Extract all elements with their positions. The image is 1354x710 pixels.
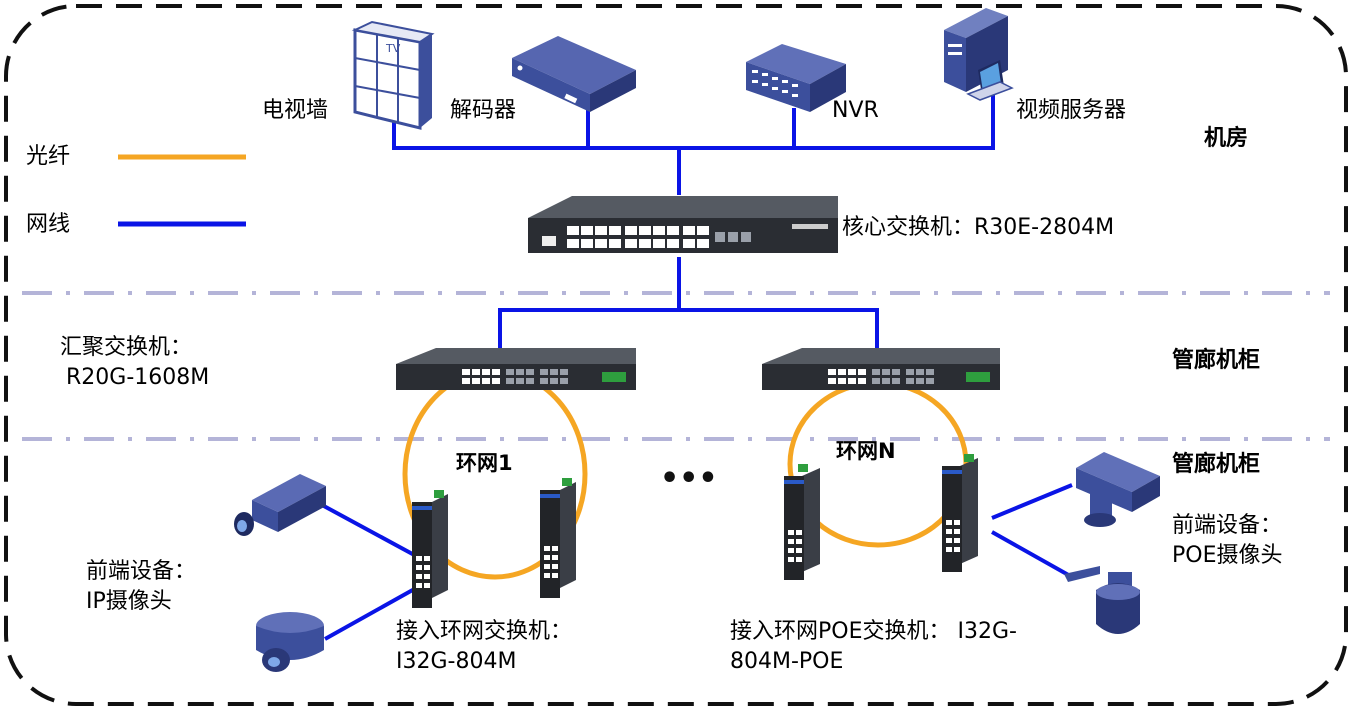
access-switch-label-line2: I32G-804M [396, 649, 516, 674]
svg-text:TV: TV [385, 42, 401, 55]
access-switch-label-line1: 接入环网交换机： [396, 619, 572, 644]
cable-links [321, 94, 1073, 641]
din-rail-switch-icon [784, 464, 820, 580]
din-rail-switch-icon [412, 490, 448, 608]
ring-n-label: 环网N [836, 439, 896, 463]
poe-access-switch-label-line1: 接入环网POE交换机： I32G- [730, 619, 1017, 644]
front-ip-camera-label-line1: 前端设备： [86, 559, 196, 584]
bullet-camera-icon [234, 474, 326, 536]
front-poe-camera-label-line1: 前端设备： [1172, 513, 1282, 538]
front-ip-camera-label-line2: IP摄像头 [86, 589, 172, 614]
legend-cable-label: 网线 [26, 212, 70, 237]
poe-access-switch-label-line2: 804M-POE [730, 649, 843, 674]
ptz-camera-icon [1076, 452, 1160, 527]
video-server-icon [944, 8, 1014, 101]
zone-corridor-top: 管廊机柜 [1172, 347, 1260, 373]
dome-camera-icon [256, 612, 324, 672]
nvr-label: NVR [832, 98, 879, 123]
nvr-icon [746, 44, 846, 112]
din-rail-switch-icon [540, 478, 576, 598]
legend-fiber-label: 光纤 [26, 144, 70, 169]
video-server-label: 视频服务器 [1016, 98, 1126, 123]
zone-corridor-bottom: 管廊机柜 [1172, 451, 1260, 477]
front-poe-camera-label-line2: POE摄像头 [1172, 543, 1282, 568]
aggregation-switch-icon [396, 348, 636, 390]
tv-wall-label: 电视墙 [262, 98, 328, 123]
aggregation-switch-label-line2: R20G-1608M [66, 365, 209, 390]
ring-1-label: 环网1 [456, 451, 513, 475]
decoder-icon [512, 36, 636, 112]
aggregation-switch-label-line1: 汇聚交换机： [60, 335, 192, 360]
core-switch-label: 核心交换机：R30E-2804M [842, 215, 1114, 240]
tv-wall-icon: TV [351, 20, 435, 130]
speed-dome-icon [1064, 566, 1140, 634]
outer-boundary [4, 4, 1348, 706]
zone-server-room: 机房 [1204, 125, 1248, 151]
din-rail-switch-icon [942, 454, 978, 572]
core-switch-icon [528, 196, 838, 253]
ellipsis: ••• [660, 461, 718, 496]
decoder-label: 解码器 [450, 98, 516, 123]
aggregation-switch-icon [762, 348, 1000, 390]
